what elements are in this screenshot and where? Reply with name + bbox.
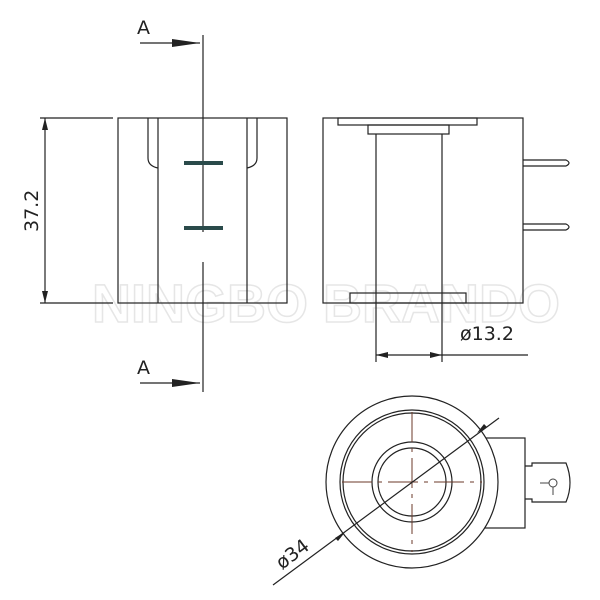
outer-diameter-dimension: ø34 xyxy=(272,535,314,574)
side-view: ø13.2 xyxy=(322,117,570,362)
terminal-pin xyxy=(523,223,570,231)
section-mark xyxy=(184,161,223,165)
section-label-bottom: A xyxy=(137,357,150,379)
height-dimension: 37.2 xyxy=(21,190,43,232)
section-mark xyxy=(184,226,223,230)
terminal-pin xyxy=(523,159,570,167)
watermark: NINGBO BRANDO xyxy=(92,274,560,334)
top-view: ø34 xyxy=(272,395,571,586)
section-label-top: A xyxy=(137,17,150,39)
bore-diameter-dimension: ø13.2 xyxy=(460,323,514,345)
front-view: A A 37.2 xyxy=(21,17,288,392)
